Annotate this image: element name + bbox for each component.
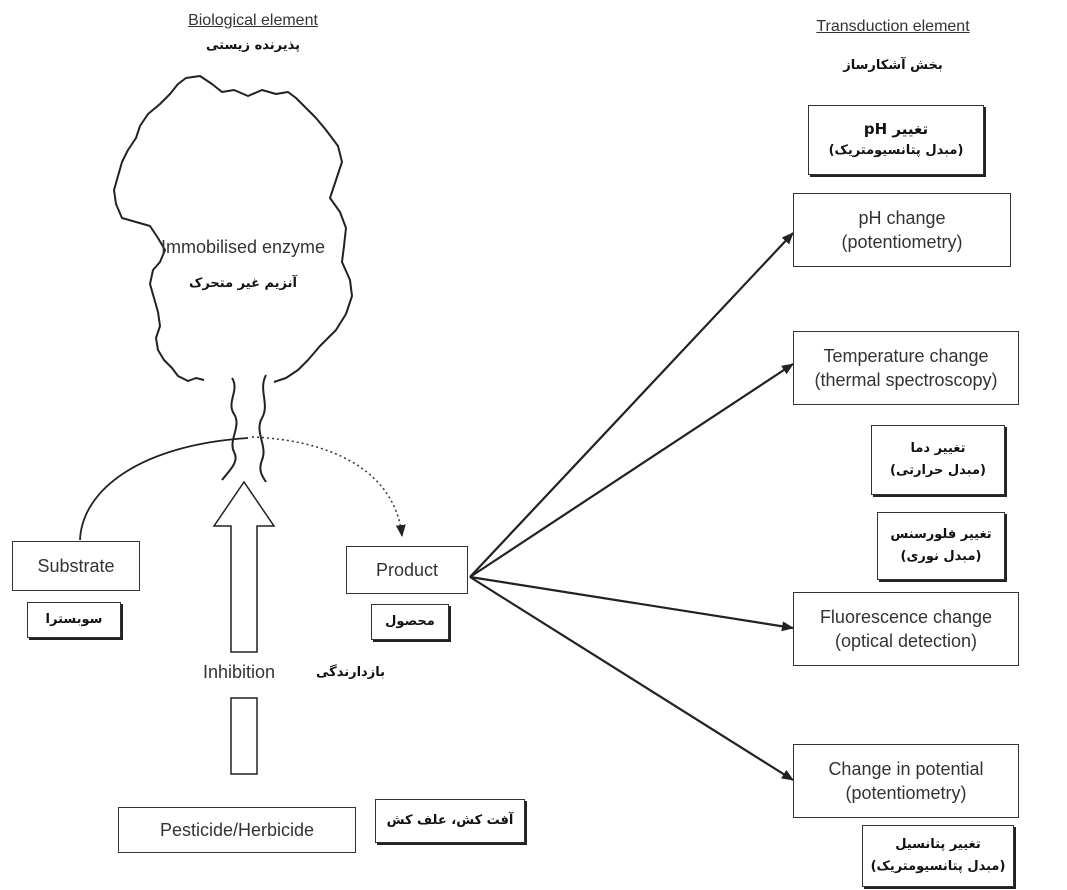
ph-change-box: pH change (potentiometry) <box>793 193 1011 267</box>
potential-change-method: (potentiometry) <box>845 783 967 803</box>
pesticide-label-fa: آفت کش، علف کش <box>386 813 514 828</box>
ph-change-title: pH change <box>858 208 946 228</box>
substrate-label-fa: سوبسترا <box>45 612 103 627</box>
potential-change-fa-box: تغییر پتانسیل (مبدل پتانسیومتریک) <box>862 825 1014 887</box>
biological-element-heading: Biological element <box>188 12 318 29</box>
substrate-label: Substrate <box>37 556 115 576</box>
ph-change-fa-title: تغییر pH <box>863 120 929 138</box>
temperature-change-fa-detail: (مبدل حرارتی) <box>890 463 986 478</box>
fluorescence-change-method: (optical detection) <box>834 631 978 651</box>
fluorescence-change-fa-detail: (مبدل نوری) <box>900 549 982 564</box>
ph-change-fa-box: تغییر pH (مبدل پتانسیومتریک) <box>808 105 984 175</box>
inhibition-stem <box>230 697 258 775</box>
product-box: Product <box>346 546 468 594</box>
pesticide-fa-box: آفت کش، علف کش <box>375 799 525 843</box>
enzyme-label: Immobilised enzyme <box>160 237 326 257</box>
arrow-to-ph <box>469 232 794 578</box>
temperature-change-method: (thermal spectroscopy) <box>814 370 998 390</box>
product-label: Product <box>375 560 439 580</box>
substrate-box: Substrate <box>12 541 140 591</box>
fluorescence-change-title: Fluorescence change <box>819 607 993 627</box>
product-label-fa: محصول <box>385 614 435 629</box>
biological-element-fa-heading: پذیرنده زیستی <box>205 38 301 53</box>
ph-change-fa-detail: (مبدل پتانسیومتریک) <box>828 143 964 158</box>
temperature-change-box: Temperature change (thermal spectroscopy… <box>793 331 1019 405</box>
pesticide-label: Pesticide/Herbicide <box>159 820 315 840</box>
potential-change-fa-detail: (مبدل پتانسیومتریک) <box>870 859 1006 874</box>
transduction-element-heading: Transduction element <box>816 18 970 35</box>
ph-change-method: (potentiometry) <box>841 232 963 252</box>
inhibition-label: Inhibition <box>203 662 276 682</box>
transduction-element-fa-heading: بخش آشکارساز <box>843 58 943 73</box>
fluorescence-change-box: Fluorescence change (optical detection) <box>793 592 1019 666</box>
potential-change-title: Change in potential <box>828 759 984 779</box>
potential-change-fa-title: تغییر پتانسیل <box>895 837 981 852</box>
enzyme-blob <box>113 75 353 383</box>
enzyme-label-fa: آنزیم غیر متحرک <box>189 276 297 291</box>
enzyme-tail-left <box>221 377 238 481</box>
fluorescence-change-fa-box: تغییر فلورسنس (مبدل نوری) <box>877 512 1005 580</box>
inhibition-arrow <box>212 480 276 653</box>
substrate-fa-box: سوبسترا <box>27 602 121 638</box>
inhibition-label-fa: بازدارندگی <box>316 665 385 680</box>
substrate-curve <box>79 437 249 541</box>
potential-change-box: Change in potential (potentiometry) <box>793 744 1019 818</box>
arrow-to-potential <box>469 576 794 781</box>
fluorescence-change-fa-title: تغییر فلورسنس <box>890 527 992 542</box>
temperature-change-fa-title: تغییر دما <box>910 441 966 456</box>
enzyme-tail-right <box>258 374 267 483</box>
product-dotted-arrow <box>251 436 406 537</box>
temperature-change-fa-box: تغییر دما (مبدل حرارتی) <box>871 425 1005 495</box>
arrow-to-temperature <box>469 363 794 578</box>
product-fa-box: محصول <box>371 604 449 640</box>
arrow-to-fluorescence <box>469 575 794 632</box>
pesticide-box: Pesticide/Herbicide <box>118 807 356 853</box>
temperature-change-title: Temperature change <box>823 346 989 366</box>
